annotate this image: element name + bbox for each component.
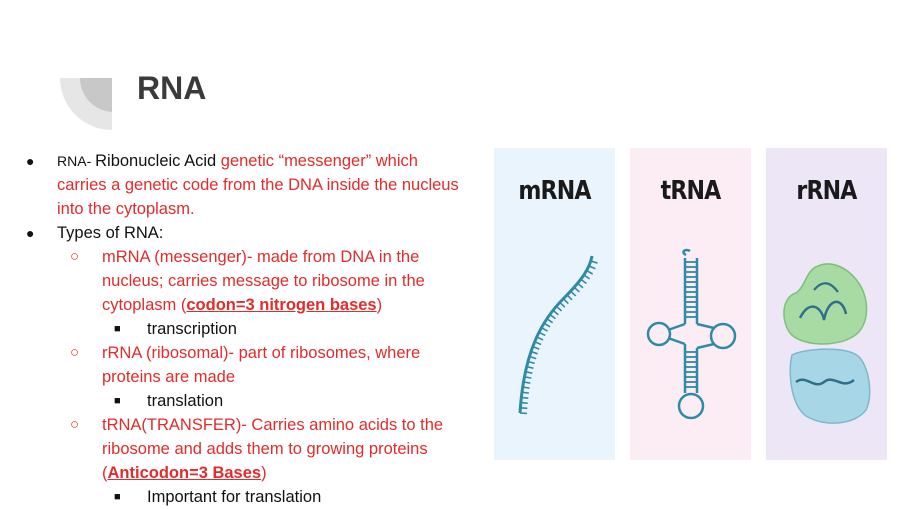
mrna-strand-illustration: [494, 148, 615, 460]
list-item-trna: ○ tRNA(TRANSFER)- Carries amino acids to…: [22, 413, 492, 437]
rna-term: Ribonucleic Acid: [95, 152, 221, 170]
list-item-rrna: ○ rRNA (ribosomal)- part of ribosomes, w…: [22, 341, 492, 365]
circle-marker: ○: [70, 341, 79, 365]
rrna-l1: rRNA (ribosomal)- part of ribosomes, whe…: [102, 344, 420, 362]
rna-desc-l1: genetic “messenger” which: [221, 152, 418, 170]
bullet-list: ● RNA- Ribonucleic Acid genetic “messeng…: [22, 149, 492, 509]
square-marker: ■: [114, 389, 121, 413]
list-item: ■ translation: [22, 389, 492, 413]
circle-marker: ○: [70, 245, 79, 269]
rrna-l2: proteins are made: [22, 365, 492, 389]
codon-text: codon=3 nitrogen bases: [186, 296, 376, 314]
types-heading: Types of RNA:: [57, 224, 163, 242]
list-item: ● RNA- Ribonucleic Acid genetic “messeng…: [22, 149, 492, 173]
list-item: ■ Important for translation: [22, 485, 492, 509]
square-marker: ■: [114, 485, 121, 509]
mrna-l2: nucleus; carries message to ribosome in …: [22, 269, 492, 293]
mrna-sub: transcription: [147, 320, 237, 338]
rrna-sub: translation: [147, 392, 223, 410]
trna-l3-post: ): [261, 464, 267, 482]
mrna-panel: mRNA: [494, 148, 615, 460]
list-item: ● Types of RNA:: [22, 221, 492, 245]
square-marker: ■: [114, 317, 121, 341]
anticodon-text: Anticodon=3 Bases: [108, 464, 262, 482]
bullet-marker: ●: [26, 221, 34, 245]
rrna-ribosome-illustration: [766, 148, 887, 460]
trna-panel: tRNA: [630, 148, 751, 460]
trna-l1: tRNA(TRANSFER)- Carries amino acids to t…: [102, 416, 443, 434]
list-item-mrna: ○ mRNA (messenger)- made from DNA in the: [22, 245, 492, 269]
rna-dash: -: [87, 153, 96, 169]
title-decoration: [60, 78, 112, 130]
list-item: ■ transcription: [22, 317, 492, 341]
trna-l2: ribosome and adds them to growing protei…: [22, 437, 492, 461]
bullet-marker: ●: [26, 149, 34, 173]
trna-cloverleaf-illustration: [630, 148, 751, 460]
mrna-l3-pre: cytoplasm (: [102, 296, 186, 314]
mrna-l1: mRNA (messenger)- made from DNA in the: [102, 248, 419, 266]
rna-abbr: RNA: [57, 153, 87, 169]
trna-l3: (Anticodon=3 Bases): [22, 461, 492, 485]
mrna-l3-post: ): [377, 296, 383, 314]
slide-title: RNA: [137, 70, 206, 107]
rrna-panel: rRNA: [766, 148, 887, 460]
rna-desc-l3: into the cytoplasm.: [22, 197, 492, 221]
circle-marker: ○: [70, 413, 79, 437]
trna-sub: Important for translation: [147, 488, 321, 506]
mrna-l3: cytoplasm (codon=3 nitrogen bases): [22, 293, 492, 317]
rna-desc-l2: carries a genetic code from the DNA insi…: [22, 173, 492, 197]
